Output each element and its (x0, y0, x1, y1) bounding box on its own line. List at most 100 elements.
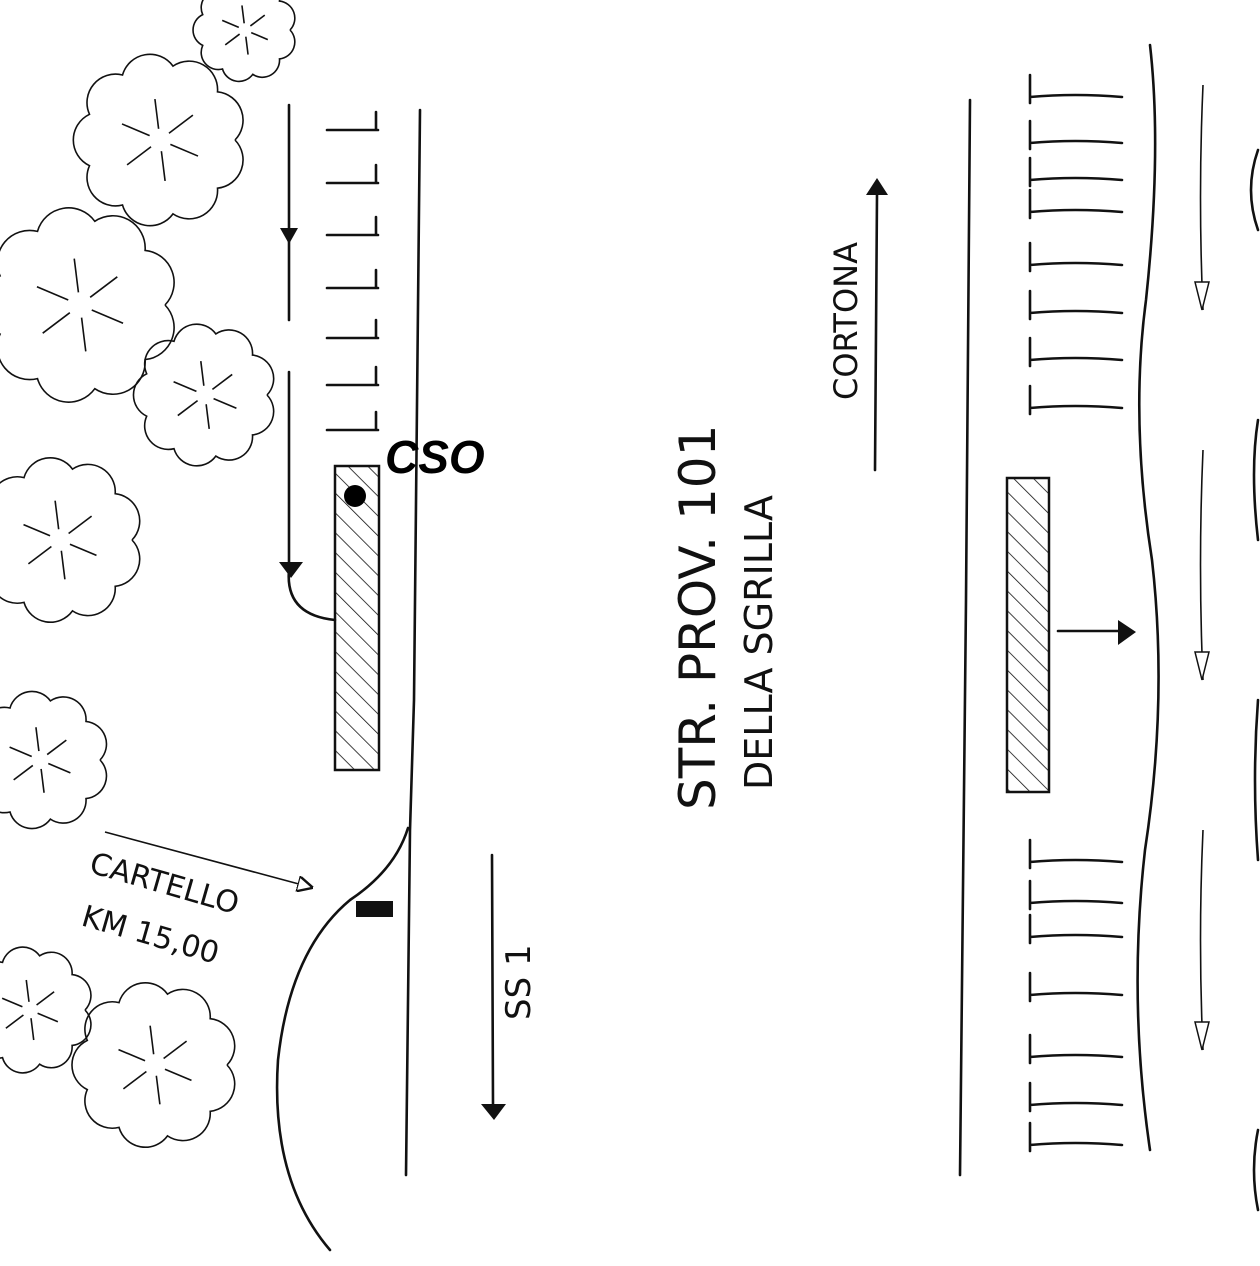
km-sign-marker (356, 901, 393, 917)
cso-marker-dot (344, 485, 366, 507)
tree-branch (160, 151, 166, 182)
tree-icon (0, 946, 92, 1074)
parking-stall (325, 365, 380, 387)
parking-stall (1028, 838, 1124, 870)
right-building (1005, 476, 1051, 794)
river-bank-far (1249, 148, 1260, 1212)
tree-branch (27, 545, 52, 565)
arrow-head-icon (1118, 620, 1136, 645)
tree-branch (249, 14, 266, 27)
parking-stall (1028, 971, 1124, 1003)
tree-branch (25, 979, 30, 1002)
tree-branch (42, 312, 71, 334)
parking-stall (1028, 384, 1124, 416)
tree-branch (154, 98, 160, 129)
side-road-curve (275, 826, 410, 1252)
tree-branch (80, 317, 87, 352)
tree-branch (126, 146, 152, 166)
cortona-direction-arrow (873, 193, 879, 472)
parking-stall (1028, 241, 1124, 273)
tree-branch (54, 500, 60, 530)
ss1-road-edge (404, 108, 422, 1177)
tree-branch (173, 380, 197, 393)
tree-branch (37, 1012, 59, 1023)
tree-branch (170, 143, 199, 157)
parking-stall (325, 318, 380, 340)
tree-branch (122, 1070, 147, 1090)
parking-stall (1028, 336, 1124, 368)
tree-branch (241, 5, 245, 24)
tree-branch (205, 404, 210, 429)
cso-building (333, 464, 381, 772)
tree-branch (211, 373, 233, 391)
tree-icon (0, 457, 141, 623)
sign-pointer-arrow (104, 831, 310, 887)
parking-stall (1028, 156, 1124, 188)
tree-branch (13, 764, 34, 781)
arrow-head-icon (279, 562, 303, 578)
tree-branch (213, 397, 237, 410)
tree-branch (200, 361, 205, 386)
river-bank (1136, 43, 1160, 1152)
tree-branch (250, 31, 269, 41)
tree-branch (118, 1048, 146, 1062)
tree-icon (132, 323, 275, 467)
parking-stall (1028, 1033, 1124, 1065)
tree-branch (46, 739, 67, 756)
ss1-label: SS 1 (499, 944, 539, 1020)
tree-branch (155, 1075, 161, 1105)
tree-branch (23, 523, 51, 537)
parking-stall (1028, 1121, 1124, 1153)
tree-icon (0, 207, 175, 403)
parking-stall (1028, 913, 1124, 945)
tree-branch (9, 746, 33, 758)
lane-arrow-line-lower (287, 370, 337, 622)
parking-stall (325, 215, 380, 237)
tree-branch (60, 550, 66, 580)
tree-branch (177, 399, 199, 417)
tree-branch (73, 258, 80, 293)
parking-stall (1028, 188, 1124, 220)
tree-branch (1, 997, 23, 1008)
arrow-head-icon (280, 228, 298, 244)
tree-icon (71, 982, 236, 1148)
tree-branch (40, 768, 45, 793)
arrow-head-icon (1194, 1021, 1210, 1051)
arrow-head-icon (1194, 281, 1210, 311)
tree-branch (221, 19, 240, 29)
tree-branch (36, 991, 55, 1006)
tree-branch (89, 276, 118, 298)
cortona-label: CORTONA (827, 242, 865, 400)
tree-branch (149, 1025, 155, 1055)
arrow-head-icon (866, 178, 888, 195)
trees-group (0, 0, 296, 1148)
tree-branch (35, 727, 40, 752)
road-name-line2: DELLA SGRILLA (737, 495, 781, 790)
cso-label: CSO (385, 431, 485, 483)
flow-arrow (1199, 829, 1204, 1051)
parking-stall (325, 163, 380, 185)
parking-stall (1028, 1081, 1124, 1113)
parking-stall (1028, 879, 1124, 911)
tree-icon (192, 0, 296, 83)
river-flow-arrows (1194, 84, 1210, 1051)
tree-branch (91, 309, 124, 324)
parking-stall (1028, 289, 1124, 321)
flow-arrow (1199, 449, 1204, 681)
tree-branch (68, 515, 93, 535)
provincial-road-edge (958, 98, 972, 1177)
tree-branch (69, 543, 97, 557)
tree-branch (163, 1040, 188, 1060)
tree-branch (245, 36, 249, 55)
tree-branch (224, 33, 241, 46)
tree-branch (121, 123, 150, 137)
arrow-head-icon (1194, 651, 1210, 681)
parking-stall (325, 110, 380, 132)
ss1-direction-arrow (490, 853, 495, 1107)
tree-branch (30, 1018, 35, 1041)
tree-branch (5, 1014, 24, 1029)
parking-stall (1028, 119, 1124, 151)
tree-branch (36, 286, 69, 301)
